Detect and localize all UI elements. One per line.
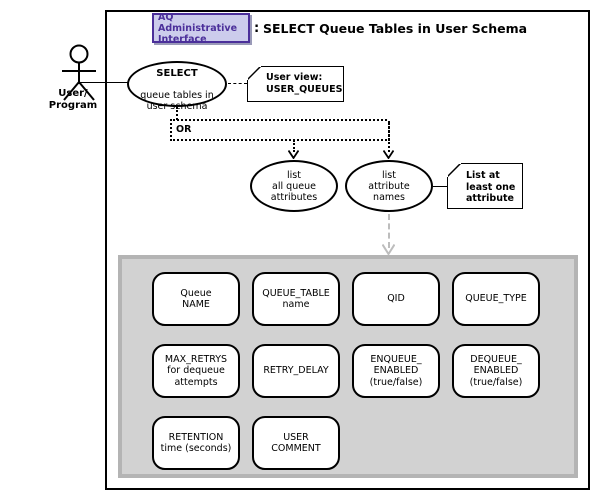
- or-branch-box-gap: [388, 118, 393, 122]
- or-branch-box: [170, 119, 390, 141]
- actor-association-line: [78, 82, 130, 83]
- note-user-view: User view: USER_QUEUES: [247, 66, 344, 102]
- or-branch-stem: [176, 107, 178, 120]
- aq-admin-interface-badge: AQ Administrative Interface: [152, 11, 250, 45]
- use-case-select-queue-tables[interactable]: SELECT queue tables in user schema: [127, 61, 227, 112]
- page-title: SELECT Queue Tables in User Schema: [263, 21, 528, 36]
- attribute-box[interactable]: QUEUE_TYPE: [452, 272, 540, 326]
- note-fold-corner-icon: [447, 163, 462, 178]
- use-case-list-all-queue-attributes[interactable]: list all queue attributes: [250, 160, 338, 212]
- attribute-box[interactable]: QID: [352, 272, 440, 326]
- actor-user-program-icon: [52, 44, 106, 104]
- arrowhead-right-icon: [383, 150, 394, 159]
- attribute-label: MAX_RETRYS for dequeue attempts: [164, 353, 228, 388]
- queue-attributes-panel: Queue NAME QUEUE_TABLE name QID QUEUE_TY…: [118, 255, 578, 478]
- arrowhead-left-icon: [288, 150, 299, 159]
- attribute-box[interactable]: USER COMMENT: [252, 416, 340, 470]
- use-case-select-text: SELECT queue tables in user schema: [140, 57, 213, 112]
- attribute-label: RETENTION time (seconds): [160, 431, 232, 455]
- attribute-label: DEQUEUE_ ENABLED (true/false): [469, 353, 523, 388]
- attribute-label: QID: [387, 293, 405, 305]
- aq-admin-interface-label: AQ Administrative Interface: [158, 11, 238, 45]
- attribute-label: RETRY_DELAY: [263, 365, 329, 377]
- stick-figure-icon: [62, 44, 96, 101]
- attribute-label: QUEUE_TYPE: [465, 293, 527, 305]
- attribute-label: QUEUE_TABLE name: [262, 287, 330, 311]
- attribute-box[interactable]: RETENTION time (seconds): [152, 416, 240, 470]
- attribute-box[interactable]: RETRY_DELAY: [252, 344, 340, 398]
- use-case-list-all-text: list all queue attributes: [270, 169, 318, 203]
- note-least-one-attribute: List at least one attribute: [447, 163, 523, 209]
- attribute-box[interactable]: DEQUEUE_ ENABLED (true/false): [452, 344, 540, 398]
- use-case-list-attr-text: list attribute names: [368, 169, 410, 203]
- attribute-box[interactable]: ENQUEUE_ ENABLED (true/false): [352, 344, 440, 398]
- or-branch-left-stem: [293, 140, 295, 152]
- note-user-view-text: User view: USER_QUEUES: [266, 72, 343, 95]
- or-branch-label: OR: [176, 124, 192, 135]
- use-case-list-attribute-names[interactable]: list attribute names: [345, 160, 433, 212]
- note-least-one-text: List at least one attribute: [466, 170, 516, 204]
- attribute-label: ENQUEUE_ ENABLED (true/false): [369, 353, 423, 388]
- note-link-user-view: [228, 83, 247, 84]
- or-branch-right-stem: [388, 121, 390, 152]
- attribute-box[interactable]: MAX_RETRYS for dequeue attempts: [152, 344, 240, 398]
- header-separator: :: [254, 21, 260, 36]
- use-case-select-subtitle: queue tables in user schema: [140, 89, 214, 112]
- attribute-box[interactable]: QUEUE_TABLE name: [252, 272, 340, 326]
- note-link-least-one: [433, 186, 448, 187]
- note-fold-corner-icon: [247, 66, 262, 81]
- panel-flow-line: [388, 214, 390, 248]
- actor-label: User/ Program: [48, 88, 98, 111]
- system-boundary-frame: [105, 10, 590, 490]
- attribute-label: Queue NAME: [180, 287, 212, 311]
- attribute-box[interactable]: Queue NAME: [152, 272, 240, 326]
- attribute-label: USER COMMENT: [271, 431, 321, 455]
- use-case-select-title: SELECT: [156, 67, 198, 79]
- panel-flow-arrowhead-icon: [382, 244, 395, 255]
